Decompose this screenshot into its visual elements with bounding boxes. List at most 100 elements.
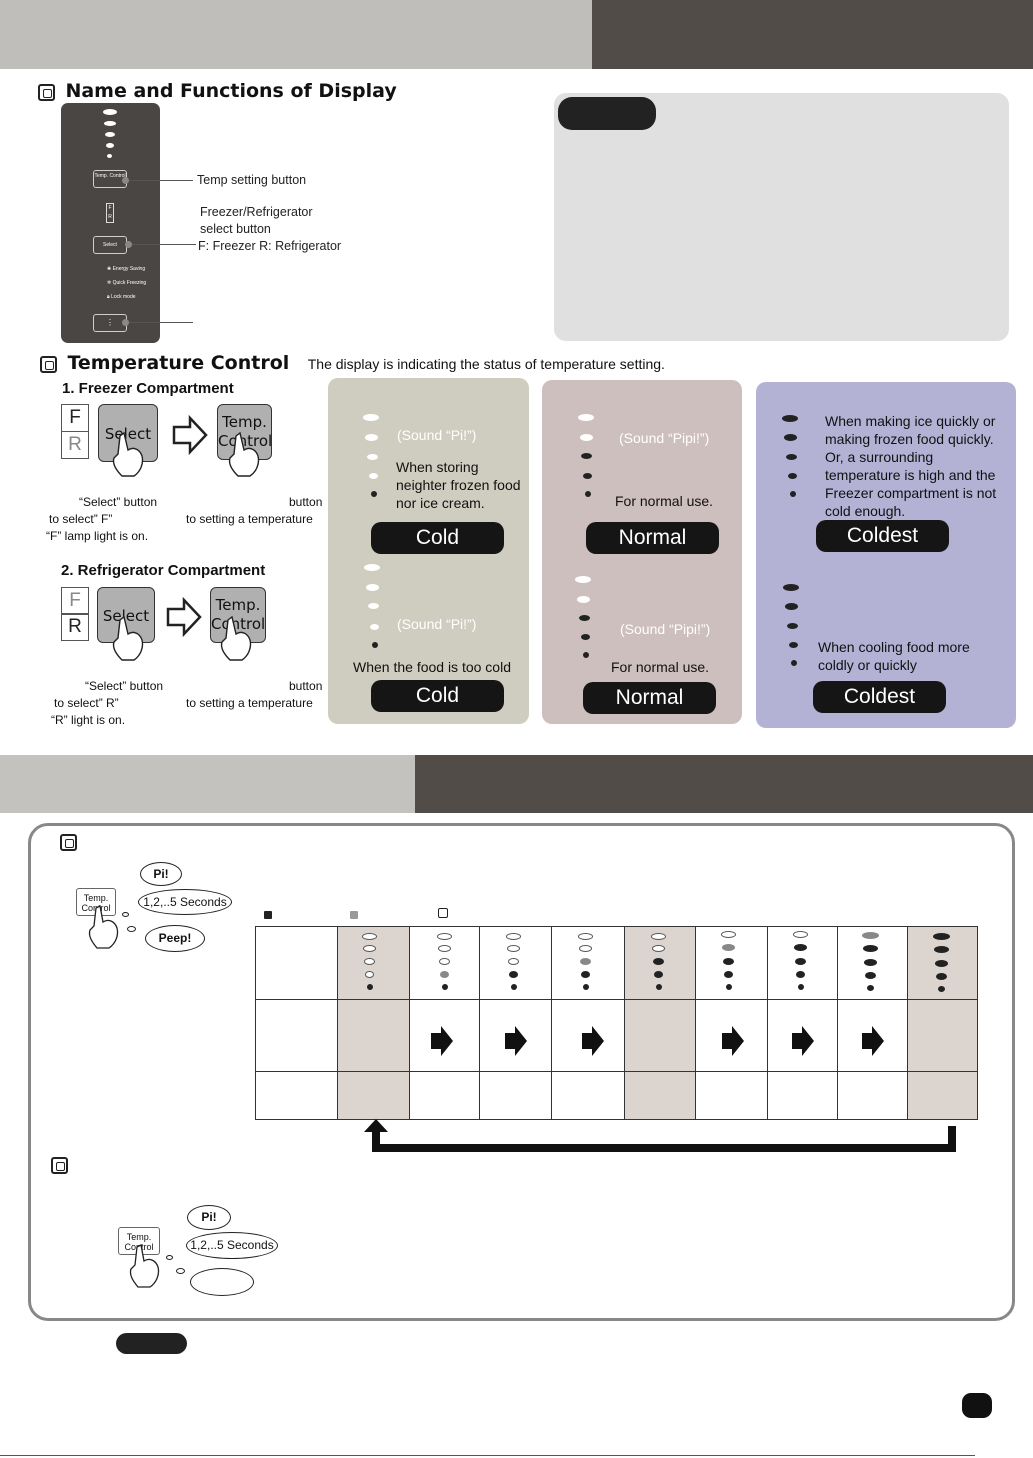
normal-led-active [581, 453, 592, 459]
normal-led [575, 576, 591, 583]
right-arrow-icon [582, 1026, 604, 1056]
normal-led [578, 414, 594, 421]
freezer-f-indicator: F [61, 404, 89, 432]
cold-sound-2: (Sound “Pi!”) [397, 616, 477, 632]
setting-sequence-table [255, 926, 978, 1120]
panel-led-2 [104, 121, 116, 126]
table-column [480, 927, 552, 1119]
cold-led [369, 473, 378, 479]
coldest-panel: When making ice quickly or making frozen… [756, 382, 1016, 728]
hand-icon [228, 431, 260, 477]
temp-setting-label: Temp setting button [197, 173, 307, 187]
normal-text-1: For normal use. [615, 493, 714, 509]
hand-icon [112, 615, 144, 661]
cold-led [366, 584, 379, 591]
normal-led-active [583, 473, 592, 479]
fridge-caption-2: button [289, 679, 323, 693]
header2-bar-right [415, 755, 1033, 813]
cold-led [363, 414, 379, 421]
select-label-3: F: Freezer R: Refrigerator [198, 239, 342, 253]
fridge-r-indicator: R [61, 613, 89, 641]
coldest-led-active [791, 660, 797, 666]
pi-bubble: Pi! [140, 862, 182, 886]
normal-led-active [585, 491, 591, 497]
table-row-divider [256, 1071, 977, 1072]
normal-led-active [583, 652, 589, 658]
select-label-2: select button [200, 222, 271, 236]
cold-label-1: Cold [371, 522, 504, 554]
freezer-caption-5: “F” lamp light is on. [46, 529, 149, 543]
header-bar-left [0, 0, 592, 69]
temp-section-title: Temperature Control [67, 352, 290, 374]
temp-section-heading: Temperature Control The display is indic… [40, 352, 665, 374]
table-column [410, 927, 480, 1119]
bubble-dot [122, 912, 129, 917]
coldest-led-active [786, 454, 797, 460]
fridge-f-indicator: F [61, 587, 89, 615]
panel-led-1 [103, 109, 117, 115]
note-pill [558, 97, 656, 130]
hand-icon [220, 615, 252, 661]
seconds-bubble-2: 1,2,..5 Seconds [186, 1232, 278, 1259]
panel-led-5 [107, 154, 112, 158]
fridge-caption-4: to setting a temperature [186, 696, 313, 710]
table-column [552, 927, 625, 1119]
led-column [792, 931, 810, 995]
panel-quick-freezing: ✲ Quick Freezing [107, 280, 147, 286]
legend-dim-icon [350, 911, 358, 919]
operation-box [28, 823, 1015, 1321]
page-number-badge [962, 1393, 992, 1418]
led-column [361, 933, 379, 997]
freezer-caption-1: “Select” button [79, 495, 158, 509]
panel-energy-saving: ❀ Energy Saving [107, 266, 146, 272]
callout-line-temp [125, 180, 193, 181]
normal-led [580, 434, 593, 441]
panel-lock-mode: 🔒︎ Lock mode [107, 294, 136, 300]
coldest-led-active [782, 415, 798, 422]
fridge-heading: 2. Refrigerator Compartment [61, 562, 266, 579]
next-arrow-icon [166, 597, 202, 637]
coldest-led-active [783, 584, 799, 591]
normal-led-active [579, 615, 590, 621]
normal-label-1: Normal [586, 522, 719, 554]
right-arrow-icon [722, 1026, 744, 1056]
peep-bubble: Peep! [145, 925, 205, 952]
display-section-heading: Name and Functions of Display [38, 80, 397, 102]
right-arrow-icon [862, 1026, 884, 1056]
cold-sound-1: (Sound “Pi!”) [397, 427, 477, 443]
note-box [554, 93, 1009, 341]
coldest-led-active [788, 473, 797, 479]
cold-led [364, 564, 380, 571]
freezer-caption-3: to select” F” [49, 512, 113, 526]
temp-section-subtitle: The display is indicating the status of … [307, 356, 665, 372]
section-bullet-icon [60, 834, 77, 852]
table-row-divider [256, 999, 977, 1000]
cold-label-2: Cold [371, 680, 504, 712]
callout-dot-temp [122, 177, 129, 184]
loop-back-arrow-icon [364, 1119, 956, 1152]
right-arrow-icon [505, 1026, 527, 1056]
empty-bubble [190, 1268, 254, 1296]
coldest-label-1: Coldest [816, 520, 949, 552]
normal-sound-2: (Sound “Pipi!”) [620, 621, 711, 637]
freezer-r-indicator: R [61, 431, 89, 459]
cold-led-active [372, 642, 378, 648]
fridge-caption-1: “Select” button [85, 679, 164, 693]
led-column [933, 933, 951, 997]
panel-select-button[interactable]: Select [93, 236, 127, 254]
cold-led [368, 603, 379, 609]
freezer-caption-2: button [289, 495, 323, 509]
table-column [696, 927, 768, 1119]
header-bar-right [592, 0, 1033, 69]
normal-text-2: For normal use. [611, 659, 710, 675]
cold-led [365, 434, 378, 441]
hand-icon [112, 431, 144, 477]
normal-panel: (Sound “Pipi!”) For normal use. Normal (… [542, 380, 742, 724]
section-bullet-icon [40, 356, 57, 374]
footer-rule [0, 1455, 975, 1456]
bubble-dot [166, 1255, 173, 1260]
led-column [436, 933, 454, 997]
right-arrow-icon [792, 1026, 814, 1056]
hand-icon [129, 1244, 160, 1288]
